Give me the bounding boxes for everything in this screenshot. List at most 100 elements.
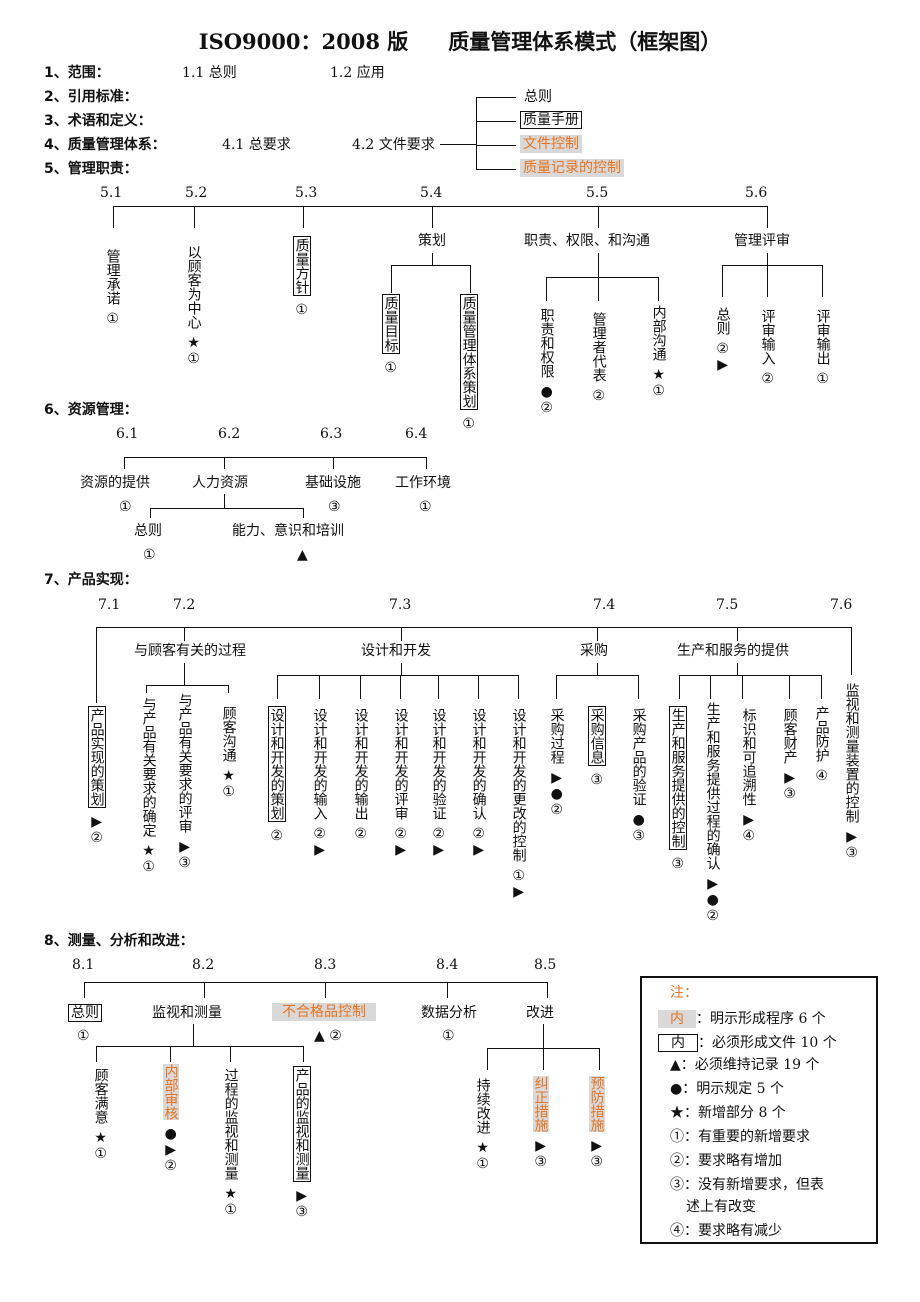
product-preservation-mark: ④ [813,768,830,784]
design-validation-label: 设计和开发的确认 [470,708,487,820]
connector [146,685,228,686]
purchasing: 采购 [580,643,608,659]
connector [478,675,479,699]
qms-planning-mark: ① [460,416,477,432]
legend-row: ②：要求略有增加 [670,1154,782,1168]
responsibility-label: 职责、权限、和沟通 [524,233,650,249]
mgmt-commitment: 管理承诺① [104,249,121,327]
preventive-action-mark: ▶③ [588,1138,605,1170]
connector [447,982,448,998]
title-subject: 质量管理体系模式（框架图） [448,29,722,54]
connector [113,206,114,228]
clause-4-1: 4.1 总要求 [222,137,291,153]
legend-box: 注： 内：明示形成程序 6 个 内：必须形成文件 10 个 ▲：必须维持记录 1… [640,976,878,1244]
doc-quality-manual: 质量手册 [520,111,582,129]
connector [124,457,426,458]
process-validation-label: 生产和服务提供过程的确认 [704,702,721,870]
purchasing-information-mark: ③ [588,772,605,788]
legend-text: ：明示形成程序 6 个 [696,1011,826,1027]
design-planning-mark: ② [268,828,285,844]
design-output-label: 设计和开发的输出 [352,708,369,820]
section-5-label: 5、管理职责： [44,161,138,177]
connector [851,627,852,675]
legend-key-dot: ● [670,1081,683,1097]
product-monitoring: 产品的监视和测量▶③ [292,1066,311,1220]
clause-7-1: 7.1 [98,597,121,613]
design-review-mark: ②▶ [392,826,409,858]
competence-training: 能力、意识和培训 [232,523,344,539]
design-planning-label: 设计和开发的策划 [267,706,286,822]
customer-satisfaction-label: 顾客满意 [92,1068,109,1124]
design-changes-label: 设计和开发的更改的控制 [510,708,527,862]
continual-improvement-label: 持续改进 [474,1078,491,1134]
connector [476,97,477,169]
preventive-action: 预防措施 ▶③ [588,1076,605,1170]
connector [401,627,402,641]
review-output-label: 评审输出 [814,309,831,365]
monitoring-devices-control: 监视和测量装置的控制▶③ [843,683,860,861]
connector [679,675,680,699]
legend-row: ③：没有新增要求，但表 [670,1178,824,1192]
legend-text: ：有重要的新增要求 [684,1129,810,1145]
preventive-action-label: 预防措施 [588,1076,605,1132]
connector [113,206,767,207]
measurement-general: 总则 [68,1004,102,1022]
mgmt-representative: 管理者代表② [590,312,607,404]
data-analysis: 数据分析 [421,1005,477,1021]
connector [518,675,519,699]
connector [96,1046,97,1062]
resp-authority-label: 职责和权限 [538,308,555,378]
qms-planning-label: 质量管理体系策划 [459,294,478,410]
connector [84,982,547,983]
planning-label: 策划 [418,233,446,249]
purchasing-information-label: 采购信息 [587,706,606,766]
review-output-mark: ① [814,371,831,387]
clause-7-6: 7.6 [830,597,853,613]
quality-policy-label: 质量方针 [292,236,311,296]
connector [333,457,334,469]
resource-provision-mark: ① [119,499,132,515]
production-service: 生产和服务的提供 [677,643,789,659]
work-environment-mark: ① [419,499,432,515]
connector [124,457,125,469]
connector [277,675,518,676]
identification-traceability-label: 标识和可追溯性 [740,708,757,806]
purchased-product-verification-label: 采购产品的验证 [630,708,647,806]
connector [737,663,738,675]
connector [170,1046,171,1062]
legend-key-circle-3: ③ [670,1177,684,1193]
internal-audit-label: 内部审核 [162,1064,179,1120]
req-review-mark: ▶③ [176,839,193,871]
connector [789,675,790,699]
legend-row: 内：必须形成文件 10 个 [658,1034,837,1052]
hr-general: 总则 [134,523,162,539]
design-changes-mark: ①▶ [510,868,527,900]
customer-communication-mark: ★① [220,768,237,800]
human-resources: 人力资源 [192,475,248,491]
infrastructure: 基础设施 [305,475,361,491]
design-validation-mark: ②▶ [470,826,487,858]
monitoring-devices-control-mark: ▶③ [843,829,860,861]
connector [391,265,392,293]
customer-satisfaction-mark: ★① [92,1130,109,1162]
process-monitoring-label: 过程的监视和测量 [222,1068,239,1180]
connector [303,1046,304,1062]
product-monitoring-mark: ▶③ [293,1188,310,1220]
customer-communication-label: 顾客沟通 [220,706,237,762]
customer-processes: 与顾客有关的过程 [134,643,246,659]
clause-6-4: 6.4 [405,426,428,442]
design-output-mark: ② [352,826,369,842]
mgmt-representative-label: 管理者代表 [590,312,607,382]
connector [821,675,822,699]
measurement-general-mark: ① [77,1028,90,1044]
purchasing-information: 采购信息 ③ [587,706,606,788]
review-label: 管理评审 [734,233,790,249]
req-determination-mark: ★① [140,843,157,875]
clause-5-1: 5.1 [100,185,123,201]
connector [597,627,598,641]
internal-communication-label: 内部沟通 [650,305,667,361]
quality-objectives: 质量目标① [381,294,400,376]
connector [767,253,768,297]
review-general-label: 总则 [714,307,731,335]
